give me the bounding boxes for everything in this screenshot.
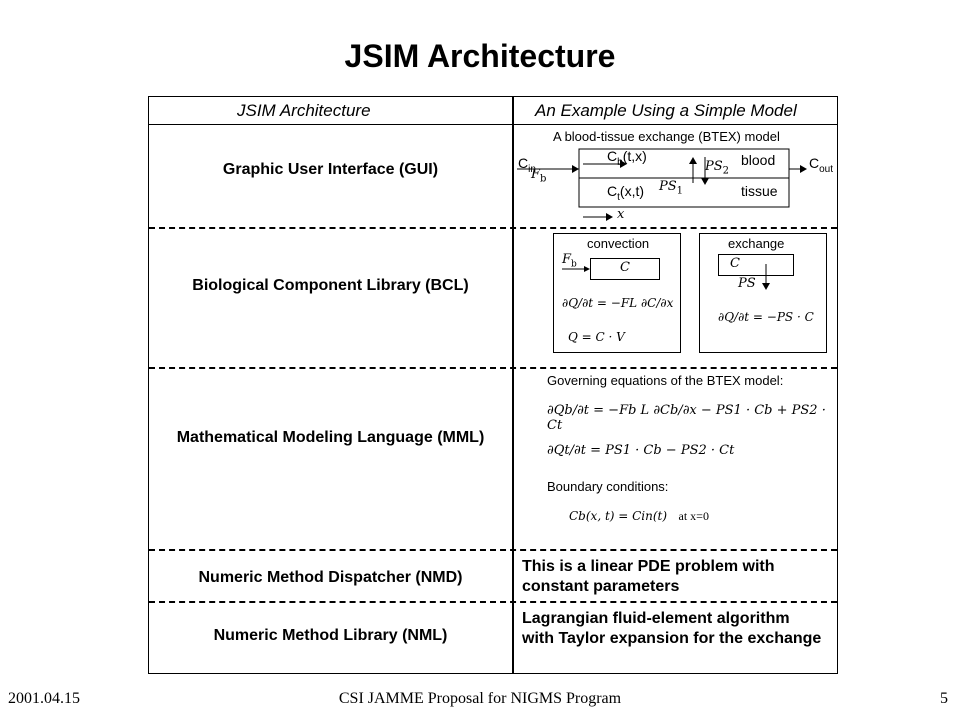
inflow-arrowhead	[572, 165, 579, 173]
convection-equation: ∂Q/∂t = −FL ∂C/∂x	[562, 296, 674, 310]
convection-component: convection Fb C ∂Q/∂t = −FL ∂C/∂x Q = C …	[553, 233, 681, 353]
layer-label-nmd: Numeric Method Dispatcher (NMD)	[198, 569, 463, 586]
convection-state-box	[590, 258, 660, 280]
ps1-label: PS1	[659, 179, 684, 197]
exchange-arrow	[762, 264, 770, 290]
boundary-equation: Cb(x, t) = Cin(t) at x=0	[569, 509, 709, 523]
mml-equation-blood: ∂Qb/∂t = −Fb L ∂Cb/∂x − PS1 · Cb + PS2 ·…	[547, 403, 826, 433]
footer-title: CSI JAMME Proposal for NIGMS Program	[338, 690, 622, 707]
convection-flow-arrow	[562, 266, 590, 272]
blood-flow-arrowhead	[620, 160, 627, 168]
left-column-header: JSIM Architecture	[237, 101, 371, 120]
cout-label: Cout	[809, 155, 834, 175]
exchange-c-label: C	[730, 256, 740, 271]
x-axis-label: x	[617, 207, 625, 222]
exchange-title: exchange	[728, 236, 785, 251]
mml-equation-tissue: ∂Qt/∂t = PS1 · Cb − PS2 · Ct	[547, 443, 735, 458]
slide-title: JSIM Architecture	[344, 38, 616, 74]
btex-diagram	[517, 148, 807, 221]
footer-date: 2001.04.15	[8, 690, 80, 707]
exchange-component: exchange C PS ∂Q/∂t = −PS · C	[699, 233, 827, 353]
nmd-line-1: This is a linear PDE problem with	[522, 558, 775, 575]
nmd-description: This is a linear PDE problem with consta…	[522, 557, 775, 597]
fb-label: Fb	[531, 167, 547, 185]
layer-label-gui: Graphic User Interface (GUI)	[222, 161, 439, 178]
x-axis-arrowhead	[606, 213, 613, 221]
tissue-label: tissue	[741, 183, 778, 199]
mml-heading: Governing equations of the BTEX model:	[547, 373, 784, 388]
cin-label: Cin	[518, 155, 536, 175]
layer-label-mml: Mathematical Modeling Language (MML)	[176, 429, 485, 446]
outflow-arrowhead	[800, 165, 807, 173]
convection-fb-label: Fb	[562, 252, 577, 270]
ct-label: Ct(x,t)	[607, 183, 645, 203]
ps2-arrowhead	[689, 157, 697, 164]
architecture-table: JSIM Architecture An Example Using a Sim…	[148, 96, 838, 674]
exchange-ps-label: PS	[738, 276, 756, 291]
row-separator	[149, 549, 837, 551]
nml-line-2: with Taylor expansion for the exchange	[522, 630, 822, 647]
convection-c-label: C	[620, 260, 630, 275]
nmd-line-2: constant parameters	[522, 578, 680, 595]
footer-page-number: 5	[940, 690, 948, 707]
right-column-header: An Example Using a Simple Model	[535, 101, 797, 120]
exchange-state-box	[718, 254, 794, 276]
header-underline	[149, 124, 837, 125]
row-separator	[149, 601, 837, 603]
layer-label-nml: Numeric Method Library (NML)	[213, 627, 448, 644]
row-separator	[149, 367, 837, 369]
cb-label: Cb(t,x)	[607, 148, 647, 168]
ps1-arrowhead	[701, 178, 709, 185]
boundary-heading: Boundary conditions:	[547, 479, 669, 494]
row-separator	[149, 227, 837, 229]
convection-title: convection	[587, 236, 650, 251]
btex-caption: A blood-tissue exchange (BTEX) model	[553, 129, 780, 144]
convection-storage-equation: Q = C · V	[568, 330, 625, 344]
nml-description: Lagrangian fluid-element algorithm with …	[522, 609, 821, 649]
nml-line-1: Lagrangian fluid-element algorithm	[522, 610, 790, 627]
layer-label-bcl: Biological Component Library (BCL)	[192, 277, 469, 294]
exchange-equation: ∂Q/∂t = −PS · C	[718, 310, 814, 324]
ps2-label: PS2	[705, 159, 730, 177]
column-divider	[512, 97, 514, 673]
blood-label: blood	[741, 152, 776, 168]
